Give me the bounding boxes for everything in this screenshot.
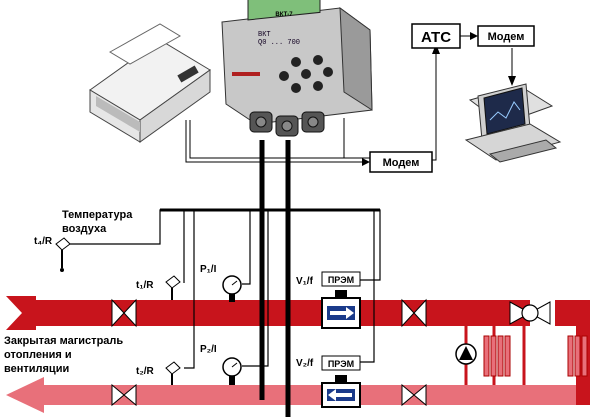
ats-box: АТС [411, 23, 461, 49]
air-temp-label-line1: Температура [62, 209, 133, 221]
arrow-to-modem-mid [362, 158, 370, 166]
temp-sensor-2 [165, 361, 181, 385]
temp-sensor-1 [165, 275, 181, 300]
device-keypad [279, 55, 333, 93]
modem-mid-box: Модем [369, 151, 433, 173]
prem-label-1: ПРЭМ [328, 275, 354, 285]
modem-mid-label: Модем [383, 157, 420, 169]
device-brand-label: ВКТ-7 [275, 12, 293, 18]
closed-line-label-3: вентиляции [4, 363, 69, 375]
valve-return-right [401, 383, 427, 407]
data-links [185, 35, 513, 163]
pump-icon [455, 343, 477, 365]
heat-calculator-device: ВКТ-7 ВКТ Q0 ... 700 [221, 0, 373, 125]
return-pipe [6, 377, 590, 413]
prem-box-1: ПРЭМ [321, 271, 361, 287]
air-temp-label-line2: воздуха [62, 223, 107, 235]
cable-glands [249, 111, 325, 137]
t2r-label: t₂/R [136, 366, 155, 377]
device-screen-line1: ВКТ [258, 31, 271, 39]
modem-top-label: Модем [488, 31, 525, 43]
valve-return-left [111, 383, 137, 407]
pressure-gauge-1 [222, 275, 242, 302]
arrow-to-ats [432, 44, 440, 54]
v2f-label: V₂/f [296, 358, 314, 369]
device-screen-line2: Q0 ... 700 [258, 39, 300, 47]
prem-label-2: ПРЭМ [328, 359, 354, 369]
device-screen [247, 0, 321, 21]
p1i-label: P₁/I [200, 264, 217, 275]
printer-icon [89, 23, 211, 143]
p2i-label: P₂/I [200, 344, 217, 355]
t1r-label: t₁/R [136, 280, 154, 291]
radiator-left [483, 335, 511, 377]
arrow-to-modem-top [470, 32, 478, 40]
valve-supply-right [401, 298, 427, 328]
valve-supply-left [111, 298, 137, 328]
main-cables [259, 140, 291, 417]
temp-sensor-air [55, 237, 71, 272]
pressure-gauge-2 [222, 357, 242, 385]
flowmeter-supply [321, 290, 361, 329]
computer-icon [464, 83, 562, 163]
modem-top-box: Модем [477, 25, 535, 47]
closed-line-label-1: Закрытая магистраль [4, 335, 123, 347]
arrow-to-computer [508, 76, 516, 86]
flowmeter-return [321, 375, 361, 408]
three-way-valve-icon [509, 301, 551, 325]
v1f-label: V₁/f [296, 276, 314, 287]
radiator-right [567, 335, 588, 377]
t4r-label: t₄/R [34, 236, 53, 247]
prem-box-2: ПРЭМ [321, 355, 361, 371]
ats-label: АТС [421, 29, 451, 46]
closed-line-label-2: отопления и [4, 349, 72, 361]
